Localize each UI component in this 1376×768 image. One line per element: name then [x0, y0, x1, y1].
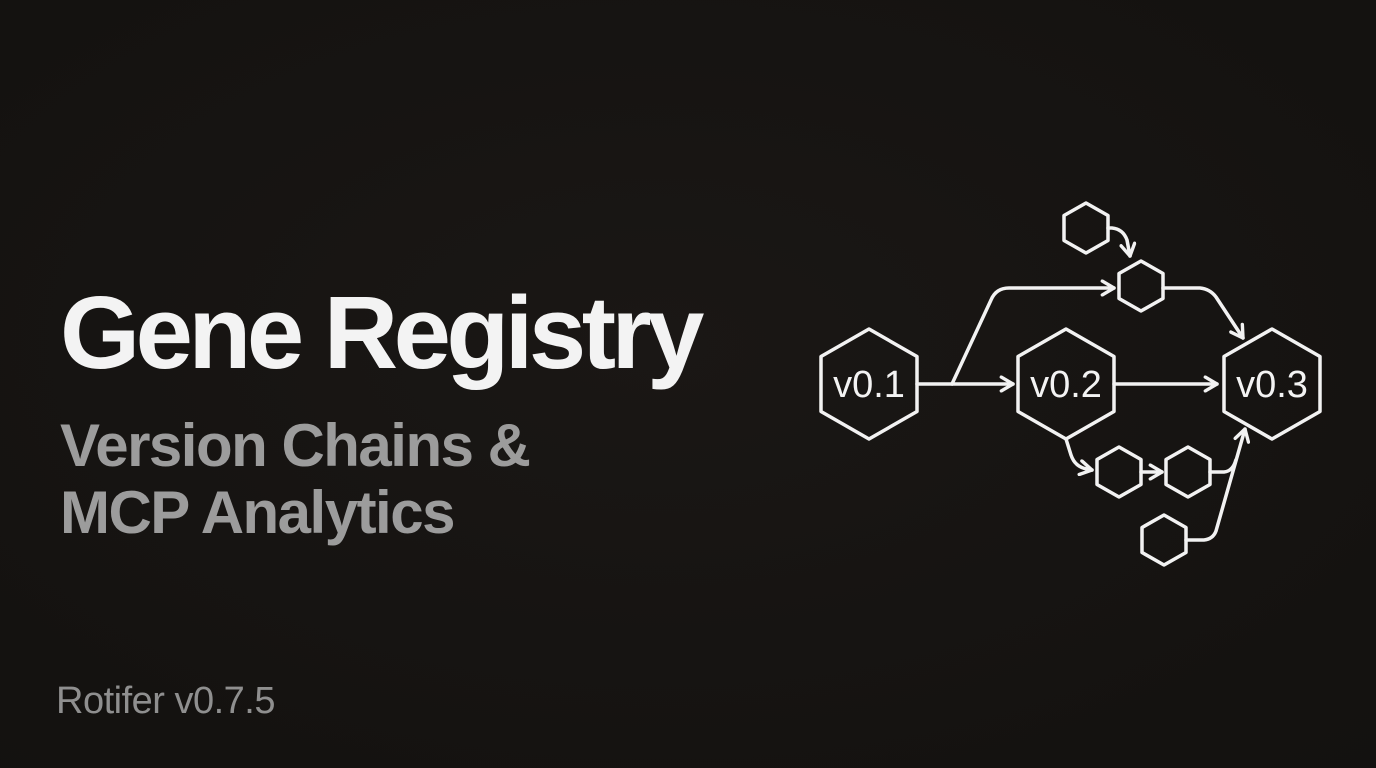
title-block: Gene Registry Version Chains &MCP Analyt…: [60, 275, 704, 546]
hexagon-fork-top: [1062, 201, 1110, 255]
hexagon-v0.3: [1222, 327, 1322, 441]
app-version-label: Rotifer v0.7.5: [56, 680, 276, 722]
hexagon-branch-a: [1095, 445, 1143, 499]
subtitle-line-1: Version Chains &: [60, 412, 531, 479]
edge-v01-to-merge-top: [950, 288, 1116, 386]
hexagon-v0.2: [1016, 327, 1116, 441]
node-merge-top: [1117, 259, 1165, 313]
page-title: Gene Registry: [60, 275, 704, 390]
node-branch-a: [1095, 445, 1143, 499]
node-v0.2: v0.2: [1016, 327, 1116, 441]
page-subtitle: Version Chains &MCP Analytics: [60, 412, 700, 546]
hexagon-branch-b: [1164, 445, 1212, 499]
node-label-v0.2: v0.2: [1030, 364, 1102, 406]
hexagon-merge-top: [1117, 259, 1165, 313]
edge-v02-to-branch-a: [1064, 437, 1094, 470]
hexagon-branch-c: [1140, 513, 1188, 567]
node-branch-c: [1140, 513, 1188, 567]
node-branch-b: [1164, 445, 1212, 499]
subtitle-line-2: MCP Analytics: [60, 479, 455, 546]
edge-merge-top-to-v03: [1161, 286, 1245, 340]
node-v0.3: v0.3: [1222, 327, 1322, 441]
node-v0.1: v0.1: [819, 327, 919, 441]
node-fork-top: [1062, 201, 1110, 255]
node-label-v0.3: v0.3: [1236, 364, 1308, 406]
hexagon-v0.1: [819, 327, 919, 441]
edge-branch-c-to-v03: [1184, 427, 1245, 542]
node-label-v0.1: v0.1: [833, 364, 905, 406]
edge-fork-top-to-merge-top: [1106, 226, 1130, 258]
